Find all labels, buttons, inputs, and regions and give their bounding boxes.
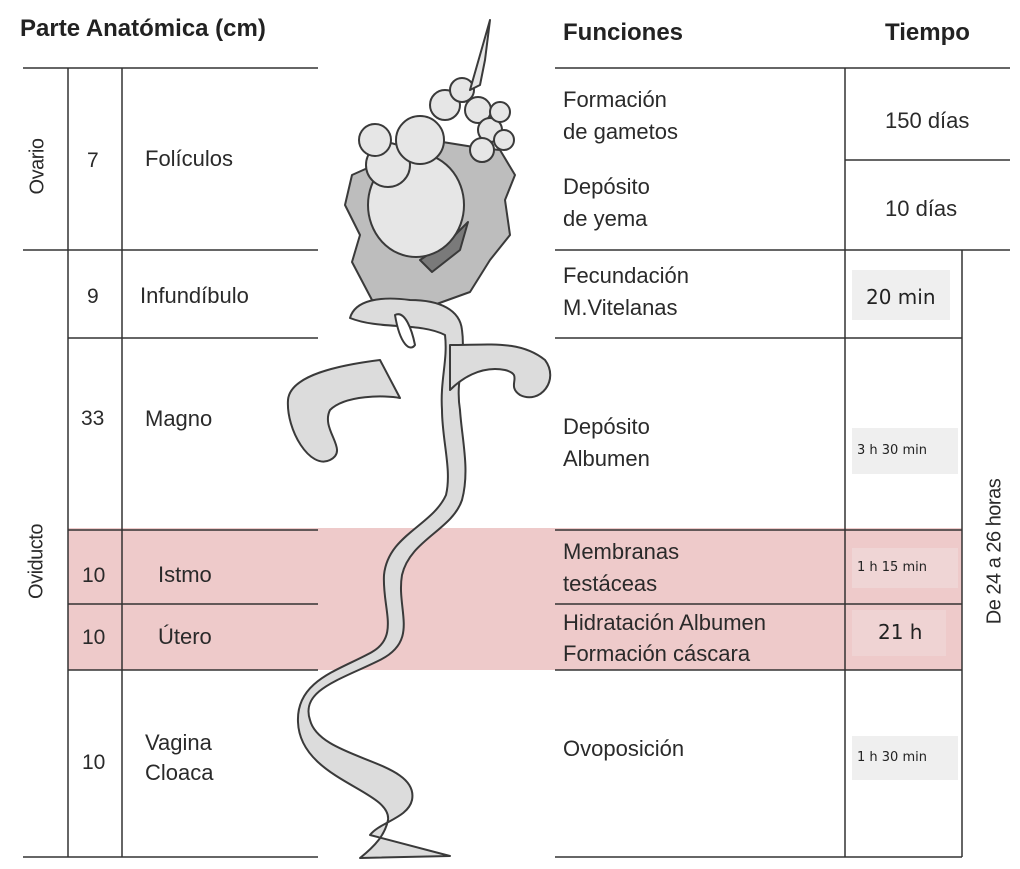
- func-albumen-1: Depósito: [563, 413, 650, 441]
- func-membranas-2: testáceas: [563, 570, 657, 598]
- func-albumen-2: Albumen: [563, 445, 650, 473]
- part-vagina: Vagina: [145, 729, 212, 757]
- func-fecundacion-1: Fecundación: [563, 262, 689, 290]
- cm-magno: 33: [81, 406, 104, 432]
- part-utero: Útero: [158, 623, 212, 651]
- time-150-dias: 150 días: [885, 107, 969, 135]
- func-yema-1: Depósito: [563, 173, 650, 201]
- group-label-oviducto: Oviducto: [26, 517, 49, 607]
- cm-vagina-cloaca: 10: [82, 750, 105, 776]
- func-hidratacion-2: Formación cáscara: [563, 640, 750, 668]
- time-10-dias: 10 días: [885, 195, 957, 223]
- cm-istmo: 10: [82, 563, 105, 589]
- func-formacion-2: de gametos: [563, 118, 678, 146]
- cm-utero: 10: [82, 625, 105, 651]
- ovary-stalk: [470, 20, 490, 90]
- part-infundibulo: Infundíbulo: [140, 282, 249, 310]
- func-yema-2: de yema: [563, 205, 647, 233]
- time-1h30: 1 h 30 min: [857, 750, 927, 766]
- func-hidratacion-1: Hidratación Albumen: [563, 609, 766, 637]
- cm-infundibulo: 9: [87, 284, 99, 310]
- time-1h15: 1 h 15 min: [857, 560, 927, 576]
- header-parte-anatomica: Parte Anatómica (cm): [20, 14, 266, 44]
- func-formacion-1: Formación: [563, 86, 667, 114]
- part-cloaca: Cloaca: [145, 759, 213, 787]
- part-magno: Magno: [145, 405, 212, 433]
- magnum-loop-right: [450, 344, 550, 397]
- header-tiempo: Tiempo: [885, 18, 970, 48]
- func-ovoposicion: Ovoposición: [563, 735, 684, 763]
- part-istmo: Istmo: [158, 561, 212, 589]
- func-fecundacion-2: M.Vitelanas: [563, 294, 678, 322]
- time-3h30: 3 h 30 min: [857, 443, 927, 459]
- magnum-loop-left: [288, 360, 400, 462]
- header-funciones: Funciones: [563, 18, 683, 48]
- group-label-ovario: Ovario: [27, 137, 50, 197]
- time-21h: 21 h: [878, 620, 922, 645]
- total-time-label: De 24 a 26 horas: [984, 452, 1007, 652]
- time-20-min: 20 min: [866, 285, 936, 310]
- cm-foliculos: 7: [87, 148, 99, 174]
- func-membranas-1: Membranas: [563, 538, 679, 566]
- part-foliculos: Folículos: [145, 145, 233, 173]
